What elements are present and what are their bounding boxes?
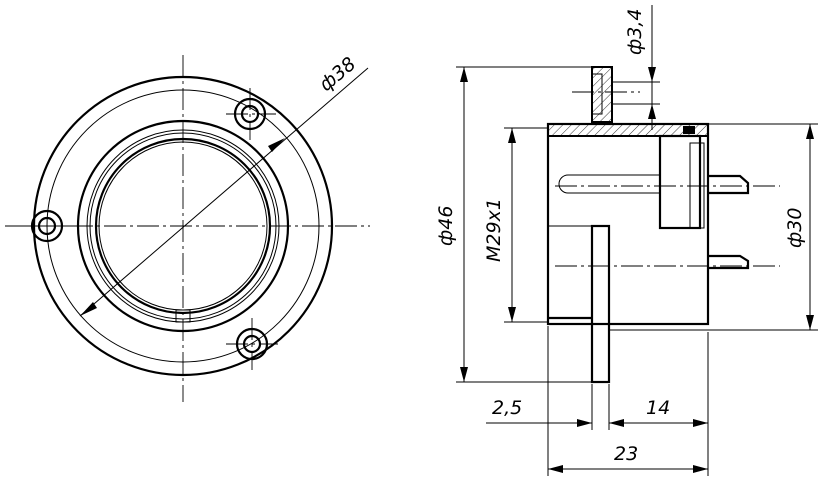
dim-overall-length-label: 23 xyxy=(614,443,638,465)
dim-46-label: ф46 xyxy=(435,206,457,246)
dim-body-length-label: 14 xyxy=(646,397,670,419)
body-outline xyxy=(546,122,710,326)
dim-hole-label: ф3,4 xyxy=(624,9,646,55)
side-section-view: ф46 M29x1 ф30 ф3,4 xyxy=(435,5,818,476)
set-screw xyxy=(683,126,695,134)
dim-thread-label: M29x1 xyxy=(483,198,505,262)
dim-46: ф46 xyxy=(435,66,592,383)
dim-30: ф30 xyxy=(708,123,818,331)
dim-flange-thickness-label: 2,5 xyxy=(492,397,522,419)
dim-38-label: ф38 xyxy=(315,53,360,96)
flange-plate xyxy=(590,224,611,384)
dim-hole: ф3,4 xyxy=(612,5,660,130)
contact-pin-top xyxy=(708,174,750,195)
dim-30-label: ф30 xyxy=(784,208,806,248)
front-view: ф38 xyxy=(5,53,370,402)
insert-block xyxy=(658,134,702,230)
dim-38-leader xyxy=(79,67,369,317)
pin-slot xyxy=(558,174,661,194)
dim-horizontal: 2,5 14 23 xyxy=(486,326,709,476)
dim-thread: M29x1 xyxy=(483,127,548,323)
contact-pin-bottom xyxy=(708,254,750,270)
